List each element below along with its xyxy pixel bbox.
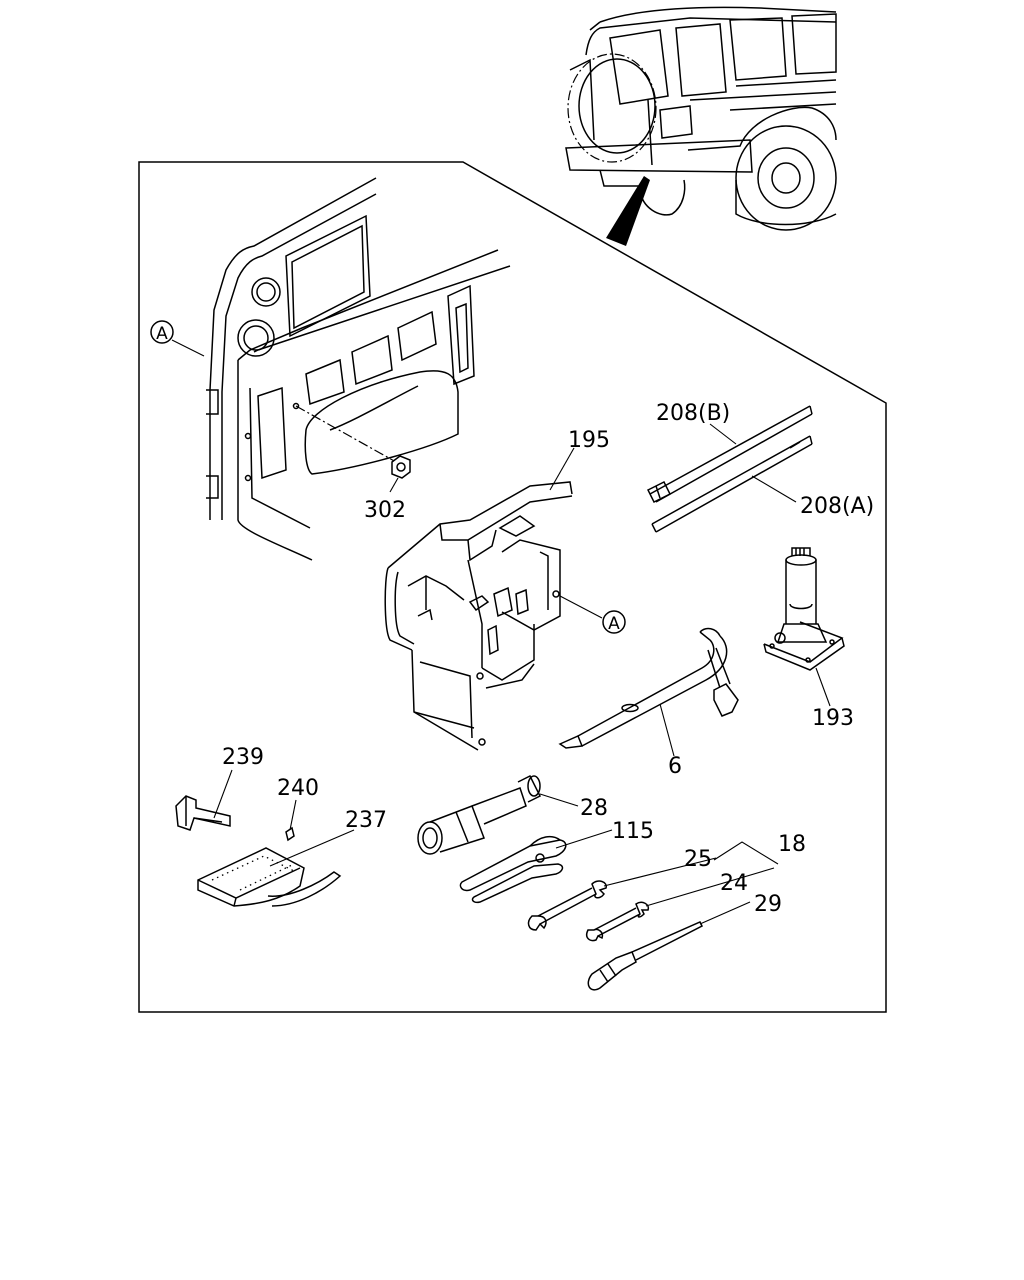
callout-18: 18	[778, 832, 806, 857]
tool-bag-237	[197, 829, 355, 907]
callout-237: 237	[345, 808, 387, 833]
callout-195: 195	[568, 428, 610, 453]
callout-239: 239	[222, 745, 264, 770]
ref-a-door-label: A	[156, 324, 168, 344]
part-239	[175, 769, 233, 831]
group-bracket-18	[713, 841, 779, 865]
jack-handle-208a	[651, 435, 813, 533]
wheel-nut-wrench-6	[558, 627, 739, 757]
socket-28	[417, 774, 579, 855]
detail-frame	[138, 161, 887, 1013]
callout-208a: 208(A)	[800, 494, 874, 519]
rear-door-panel	[171, 177, 511, 561]
callout-240: 240	[277, 776, 319, 801]
ref-circle-a-door: A	[150, 320, 174, 344]
screwdriver-29	[587, 901, 751, 991]
callout-302: 302	[364, 498, 406, 523]
callout-28: 28	[580, 796, 608, 821]
jack-handle-208b	[646, 405, 813, 504]
jack-193	[763, 547, 845, 707]
callout-29: 29	[754, 892, 782, 917]
spanner-25	[527, 857, 717, 931]
ref-a-holder-label: A	[608, 614, 620, 634]
nut-302	[389, 455, 411, 493]
callout-25: 25	[684, 847, 712, 872]
callout-24: 24	[720, 871, 748, 896]
callout-115: 115	[612, 819, 654, 844]
tool-holder-195	[384, 447, 603, 751]
vehicle-rear-illustration	[565, 6, 837, 246]
part-240	[285, 799, 297, 842]
spanner-24	[585, 867, 775, 942]
callout-193: 193	[812, 706, 854, 731]
pliers-115	[459, 829, 613, 904]
callout-6: 6	[668, 754, 682, 779]
callout-208b: 208(B)	[656, 401, 730, 426]
ref-circle-a-holder: A	[602, 610, 626, 634]
